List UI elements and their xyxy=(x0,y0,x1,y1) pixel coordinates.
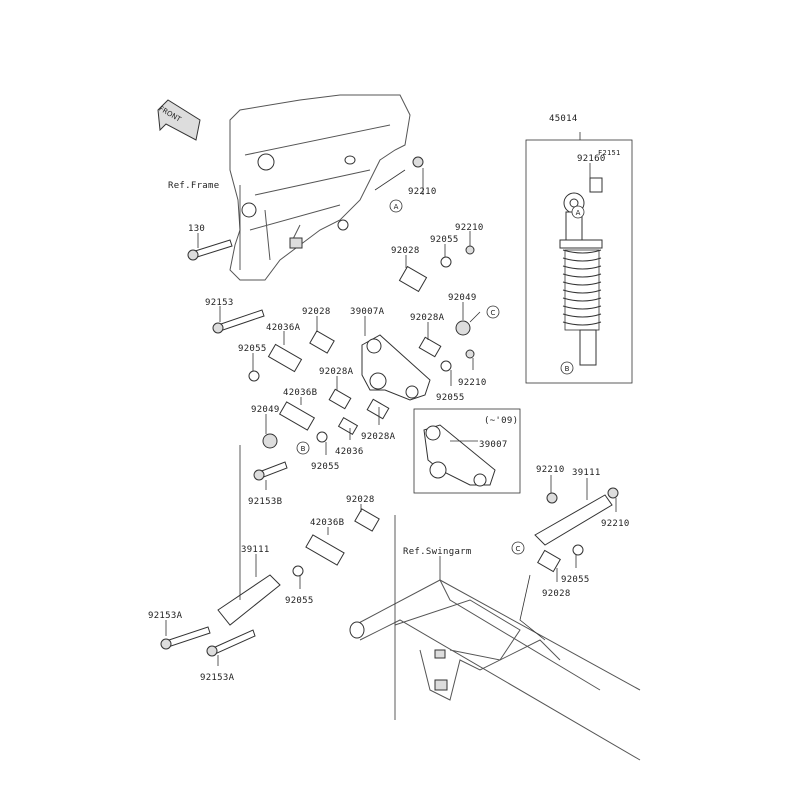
callout-c xyxy=(486,305,500,319)
label-92055: 92055 xyxy=(238,344,267,354)
label-92153A: 92153A xyxy=(148,611,183,621)
svg-text:A: A xyxy=(394,203,399,211)
part-labels: F2151 Ref.Frame Ref.Swingarm (~'09) 4501… xyxy=(148,114,630,683)
label-42036B: 42036B xyxy=(283,388,317,398)
svg-text:C: C xyxy=(516,545,521,553)
callout-a xyxy=(571,205,585,219)
label-92210: 92210 xyxy=(536,465,565,475)
svg-text:C: C xyxy=(491,309,496,317)
label-42036A: 42036A xyxy=(266,323,301,333)
svg-text:B: B xyxy=(301,445,306,453)
label-92055: 92055 xyxy=(436,393,465,403)
label-92028: 92028 xyxy=(542,589,571,599)
ref-frame-label: Ref.Frame xyxy=(168,181,219,191)
small-parts xyxy=(248,156,619,577)
label-92210: 92210 xyxy=(408,187,437,197)
inset-note: (~'09) xyxy=(484,416,518,426)
label-92055: 92055 xyxy=(430,235,459,245)
bolts xyxy=(160,239,288,657)
label-92153A: 92153A xyxy=(200,673,235,683)
callout-b xyxy=(560,361,574,375)
front-arrow-icon: FRONT xyxy=(157,99,201,141)
shock-group-box xyxy=(525,139,633,384)
label-92028: 92028 xyxy=(346,495,375,505)
rod-left-part xyxy=(217,574,281,626)
ref-swingarm-label: Ref.Swingarm xyxy=(403,547,472,557)
label-92028A: 92028A xyxy=(410,313,445,323)
label-39111: 39111 xyxy=(572,468,601,478)
label-42036: 42036 xyxy=(335,447,364,457)
shock-bush-part xyxy=(589,177,603,193)
svg-text:B: B xyxy=(565,365,570,373)
label-42036B: 42036B xyxy=(310,518,344,528)
label-92210: 92210 xyxy=(458,378,487,388)
label-92210: 92210 xyxy=(601,519,630,529)
figure-code: F2151 xyxy=(598,149,621,157)
shock-absorber xyxy=(559,177,603,366)
label-92028A: 92028A xyxy=(319,367,354,377)
label-92055: 92055 xyxy=(561,575,590,585)
label-92160: 92160 xyxy=(577,154,606,164)
label-39007: 39007 xyxy=(479,440,508,450)
inset-box xyxy=(413,408,521,494)
label-39007A: 39007A xyxy=(350,307,385,317)
label-92049: 92049 xyxy=(448,293,477,303)
label-130: 130 xyxy=(188,224,205,234)
label-92028: 92028 xyxy=(391,246,420,256)
svg-text:A: A xyxy=(576,209,581,217)
callout-a xyxy=(389,199,403,213)
label-39111: 39111 xyxy=(241,545,270,555)
label-45014: 45014 xyxy=(549,114,578,124)
callout-c xyxy=(511,541,525,555)
label-92049: 92049 xyxy=(251,405,280,415)
label-92153B: 92153B xyxy=(248,497,282,507)
callout-b xyxy=(296,441,310,455)
label-92055: 92055 xyxy=(285,596,314,606)
label-92028: 92028 xyxy=(302,307,331,317)
swingarm-drawing xyxy=(349,579,641,761)
frame-drawing xyxy=(229,94,411,281)
rod-right-part xyxy=(534,494,613,546)
label-92055: 92055 xyxy=(311,462,340,472)
label-92210: 92210 xyxy=(455,223,484,233)
label-92028A: 92028A xyxy=(361,432,396,442)
label-92153: 92153 xyxy=(205,298,234,308)
